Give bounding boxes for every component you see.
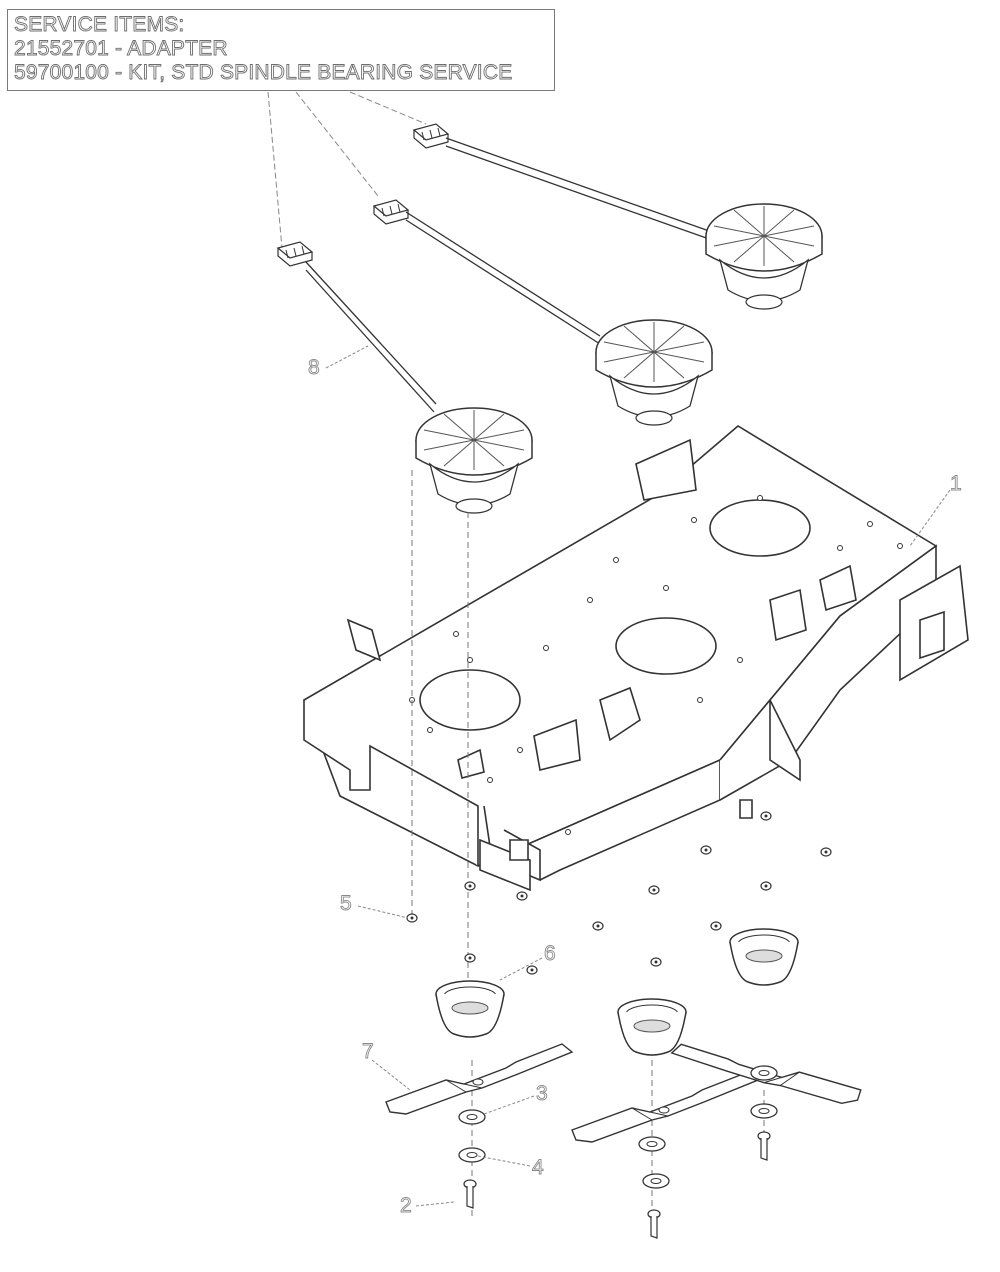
adapter-plug-2 (373, 199, 409, 225)
mower-blade-center (571, 1071, 759, 1143)
spindle-assembly-center (595, 319, 713, 426)
callout-4: 4 (532, 1156, 545, 1180)
service-item-bearing-kit: 59700100 - KIT, STD SPINDLE BEARING SERV… (14, 61, 513, 85)
callout-1: 1 (950, 472, 963, 496)
blade-adapter-cup-left (435, 980, 505, 1038)
callout-6: 6 (544, 942, 557, 966)
spindle-assembly-left (415, 407, 533, 514)
harness-cables (305, 137, 713, 413)
callout-5: 5 (340, 892, 353, 916)
service-items-heading: SERVICE ITEMS: (14, 13, 185, 37)
callout-2: 2 (400, 1194, 413, 1218)
blade-adapter-cup-center (617, 998, 687, 1056)
service-item-adapter: 21552701 - ADAPTER (14, 37, 228, 61)
adapter-plug-1 (413, 123, 449, 149)
blade-adapter-cup-right (729, 928, 799, 986)
spindle-assembly-right (705, 203, 823, 310)
blade-bolts (463, 1131, 771, 1239)
service-items-box: SERVICE ITEMS: 21552701 - ADAPTER 597001… (7, 9, 555, 91)
deck-mounting-holes (409, 495, 903, 835)
mower-deck (303, 425, 969, 892)
callout-leaders (325, 345, 951, 1207)
service-leader-lines (267, 91, 427, 249)
callout-8: 8 (308, 356, 321, 380)
callout-7: 7 (362, 1040, 375, 1064)
callout-3: 3 (536, 1082, 549, 1106)
